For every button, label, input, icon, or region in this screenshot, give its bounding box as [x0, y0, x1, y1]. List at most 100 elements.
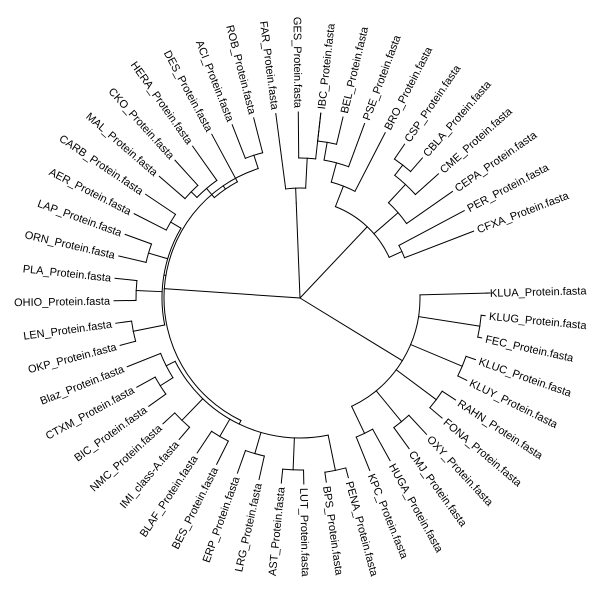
branch: [254, 431, 262, 455]
branch: [126, 352, 162, 368]
branch: [181, 398, 204, 422]
leaf-label: FONA_Protein.fasta: [441, 417, 525, 490]
branch: [196, 430, 213, 454]
branch: [275, 113, 287, 190]
branch: [119, 340, 137, 346]
branch: [409, 343, 463, 367]
branch: [299, 226, 368, 299]
branch: [330, 162, 338, 183]
branch: [345, 467, 349, 479]
leaf-label: FAR_Protein.fasta: [257, 20, 281, 111]
leaf-label: OXY_Protein.fasta: [424, 434, 495, 510]
branch: [335, 116, 344, 145]
branch: [405, 190, 454, 225]
branch: [190, 191, 198, 199]
branch: [144, 193, 177, 216]
branch: [375, 390, 403, 423]
leaf-label: AST_Protein.fasta: [267, 486, 288, 577]
leaf-label: IBC_Protein.fasta: [316, 22, 338, 110]
branch: [409, 157, 424, 173]
leaf-label: CME_Protein.fasta: [438, 105, 515, 176]
branch: [258, 455, 265, 481]
branch: [169, 221, 182, 229]
branch: [393, 426, 410, 450]
branch: [393, 143, 406, 160]
branch: [163, 288, 301, 299]
leaf-label: OHIO_Protein.fasta: [14, 296, 111, 309]
branch: [334, 185, 345, 208]
branch: [158, 175, 186, 200]
branch: [215, 440, 229, 465]
branch: [305, 157, 308, 189]
leaf-label: CKO_Protein.fasta: [106, 86, 177, 163]
tree-branches: [113, 111, 491, 485]
leaf-label: FEC_Protein.fasta: [484, 334, 575, 365]
branch: [315, 112, 322, 160]
branch: [394, 164, 404, 177]
branch: [388, 250, 403, 258]
branch: [159, 377, 174, 387]
branch: [211, 133, 239, 183]
branch: [403, 230, 475, 259]
branch: [174, 159, 199, 187]
branch: [395, 369, 437, 401]
branch-arc: [174, 360, 329, 439]
branch: [222, 185, 227, 190]
branch: [354, 131, 386, 193]
branch: [295, 187, 297, 204]
branch: [295, 202, 301, 299]
branch: [327, 434, 336, 471]
branch: [148, 393, 167, 407]
branch: [253, 117, 264, 154]
branch: [323, 141, 328, 161]
branch: [414, 173, 440, 196]
leaf-label: PLA_Protein.fasta: [22, 263, 112, 284]
branch: [165, 360, 176, 367]
branch: [465, 355, 477, 361]
branch: [347, 122, 366, 168]
leaf-label: KLUA_Protein.fasta: [490, 285, 588, 300]
branch: [387, 183, 407, 204]
branch: [238, 419, 242, 425]
leaf-label: KLUG_Protein.fasta: [488, 311, 587, 332]
branch: [419, 292, 491, 296]
branch: [371, 428, 391, 462]
branch: [205, 187, 216, 199]
branch: [115, 320, 133, 324]
branch: [457, 375, 468, 382]
branch: [429, 406, 443, 419]
branch: [324, 471, 327, 483]
branch: [408, 414, 428, 436]
leaf-label: BPS_Protein.fasta: [320, 485, 345, 577]
branch: [191, 145, 218, 182]
branch: [477, 336, 483, 339]
branch: [417, 316, 481, 327]
branch: [299, 297, 404, 362]
branch: [350, 405, 366, 435]
branch: [292, 437, 295, 471]
branch: [118, 255, 147, 263]
leaf-label: ORN_Protein.fasta: [23, 229, 117, 262]
branch: [135, 289, 163, 293]
leaf-label: LUT_Protein.fasta: [297, 488, 311, 578]
branch: [124, 233, 153, 245]
branch: [373, 211, 399, 235]
leaf-label: LEN_Protein.fasta: [23, 319, 114, 343]
branch: [355, 436, 371, 472]
leaf-label: MAL_Protein.fasta: [83, 111, 160, 180]
branch: [114, 277, 138, 282]
branch: [280, 468, 284, 484]
branch: [441, 390, 457, 401]
branch: [136, 376, 156, 388]
branch: [231, 124, 246, 159]
branch: [236, 449, 247, 474]
leaf-label: LRG_Protein.fasta: [233, 481, 265, 573]
leaf-label: CBLA_Protein.fasta: [421, 78, 494, 159]
branch: [398, 210, 465, 247]
leaf-label: NMC_Protein.fasta: [88, 422, 165, 494]
branch: [219, 418, 231, 438]
branch: [132, 324, 166, 332]
leaf-label: GES_Protein.fasta: [291, 17, 304, 109]
branch: [253, 154, 259, 170]
